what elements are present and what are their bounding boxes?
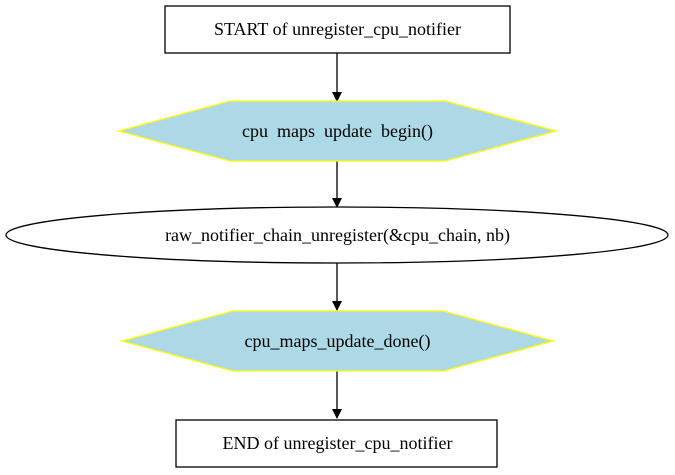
start-box	[164, 5, 511, 54]
done-hexagon	[119, 310, 556, 372]
begin-hexagon	[116, 100, 559, 162]
end-box	[175, 419, 498, 468]
start-node: START of unregister_cpu_notifier	[164, 5, 511, 54]
unregister-ellipse	[5, 206, 669, 264]
unregister-node: raw_notifier_chain_unregister(&cpu_chain…	[5, 206, 669, 264]
start-label: START of unregister_cpu_notifier	[214, 19, 461, 39]
end-node: END of unregister_cpu_notifier	[175, 419, 498, 468]
begin-label: cpu maps update begin()	[242, 121, 433, 142]
done-label: cpu_maps_update_done()	[245, 331, 431, 352]
end-label: END of unregister_cpu_notifier	[223, 433, 453, 453]
begin-node: cpu maps update begin()	[116, 100, 559, 162]
unregister-label: raw_notifier_chain_unregister(&cpu_chain…	[165, 225, 510, 246]
done-node: cpu_maps_update_done()	[119, 310, 556, 372]
